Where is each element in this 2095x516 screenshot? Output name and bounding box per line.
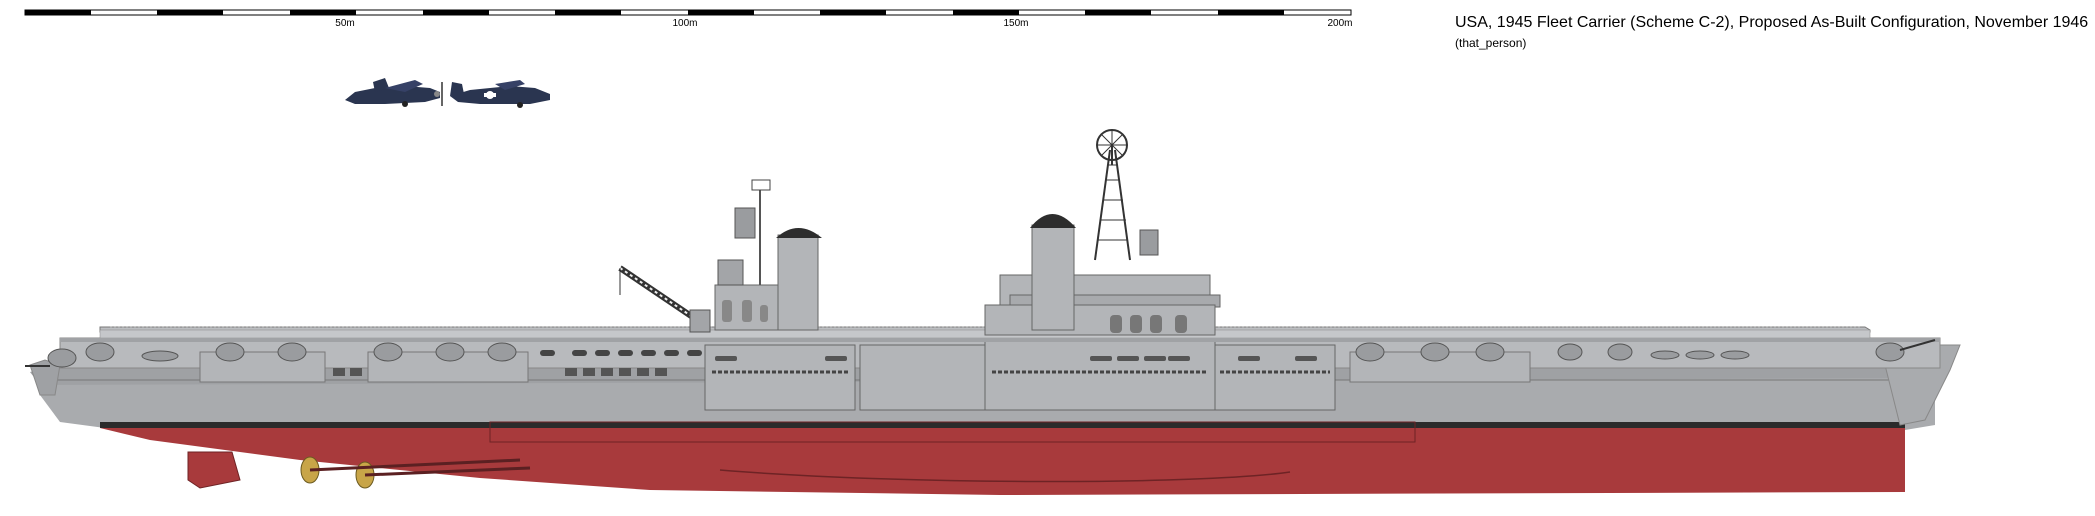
drawing-title: USA, 1945 Fleet Carrier (Scheme C-2), Pr… bbox=[1455, 14, 2089, 31]
rudder bbox=[187, 451, 241, 489]
fighter-aircraft-icon bbox=[345, 78, 443, 107]
scale-label-50m: 50m bbox=[335, 18, 354, 29]
deck-boats bbox=[141, 350, 1750, 362]
forward-island bbox=[714, 179, 822, 331]
radar-dish-icon bbox=[1096, 129, 1128, 161]
scale-label-200m: 200m bbox=[1327, 18, 1352, 29]
scale-bar: 50m 100m 150m 200m bbox=[24, 9, 1353, 29]
scale-label-150m: 150m bbox=[1003, 18, 1028, 29]
scale-label-100m: 100m bbox=[672, 18, 697, 29]
drawing-author: (that_person) bbox=[1455, 36, 1527, 50]
gun-barrels bbox=[25, 339, 1936, 367]
crane-icon bbox=[618, 265, 711, 333]
hangar-gallery bbox=[59, 337, 1941, 411]
propeller-icon bbox=[300, 456, 531, 489]
gun-mounts bbox=[47, 342, 1905, 368]
main-island bbox=[984, 145, 1221, 336]
hull bbox=[40, 378, 1935, 495]
fighter-aircraft-icon bbox=[450, 80, 550, 108]
